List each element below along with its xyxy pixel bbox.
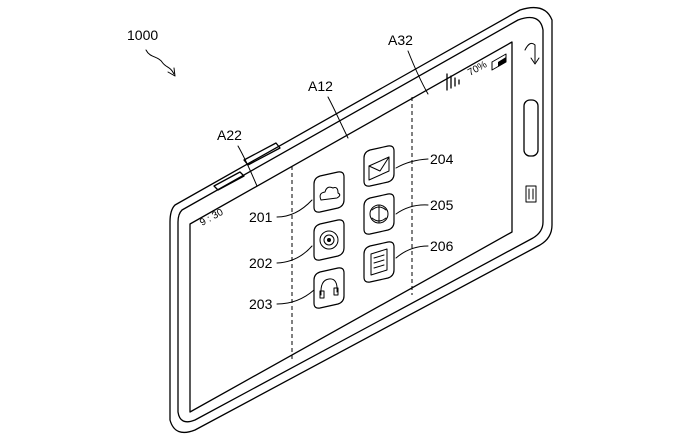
leader-205	[395, 204, 429, 215]
app-icon-weather	[313, 171, 345, 213]
side-button-upper	[243, 142, 281, 166]
reference-arrow-head	[167, 67, 176, 77]
label-204: 204	[430, 151, 454, 167]
back-arrow-icon	[524, 42, 536, 63]
label-202: 202	[249, 255, 273, 271]
leader-a12	[327, 96, 349, 139]
side-button-lower	[213, 171, 245, 191]
label-203: 203	[249, 296, 273, 312]
label-205: 205	[430, 197, 454, 213]
app-icon-browser	[363, 193, 395, 235]
battery-icon	[491, 53, 507, 71]
document-icon	[370, 248, 388, 276]
battery-percent-text: 70%	[466, 59, 489, 78]
leader-a32	[407, 50, 429, 95]
envelope-icon	[368, 156, 390, 181]
camera-lens-icon	[319, 230, 339, 250]
app-icon-music	[313, 267, 345, 309]
region-label-a32: A32	[388, 32, 413, 48]
device-body	[169, 6, 553, 434]
leader-204	[395, 158, 429, 169]
app-icon-mail	[363, 145, 395, 187]
region-label-a12: A12	[308, 78, 333, 94]
display-screen	[189, 41, 513, 413]
app-icon-memo	[363, 241, 395, 283]
menu-icon	[525, 185, 537, 203]
leader-a22	[237, 145, 258, 187]
region-label-a22: A22	[217, 127, 242, 143]
device-reference-label: 1000	[127, 27, 158, 43]
signal-bars-icon	[446, 73, 460, 91]
reference-arrow-line	[145, 49, 175, 75]
headphones-icon	[320, 278, 338, 296]
leader-203	[276, 289, 315, 305]
home-button	[523, 99, 539, 157]
leader-201	[276, 199, 313, 218]
cloud-icon	[319, 186, 341, 201]
label-201: 201	[249, 209, 273, 225]
clock-text: 9 : 30	[198, 207, 226, 229]
label-206: 206	[430, 238, 454, 254]
leader-202	[276, 245, 313, 264]
leader-206	[395, 245, 429, 259]
app-icon-camera	[313, 219, 345, 261]
back-arrow-head	[530, 57, 540, 65]
